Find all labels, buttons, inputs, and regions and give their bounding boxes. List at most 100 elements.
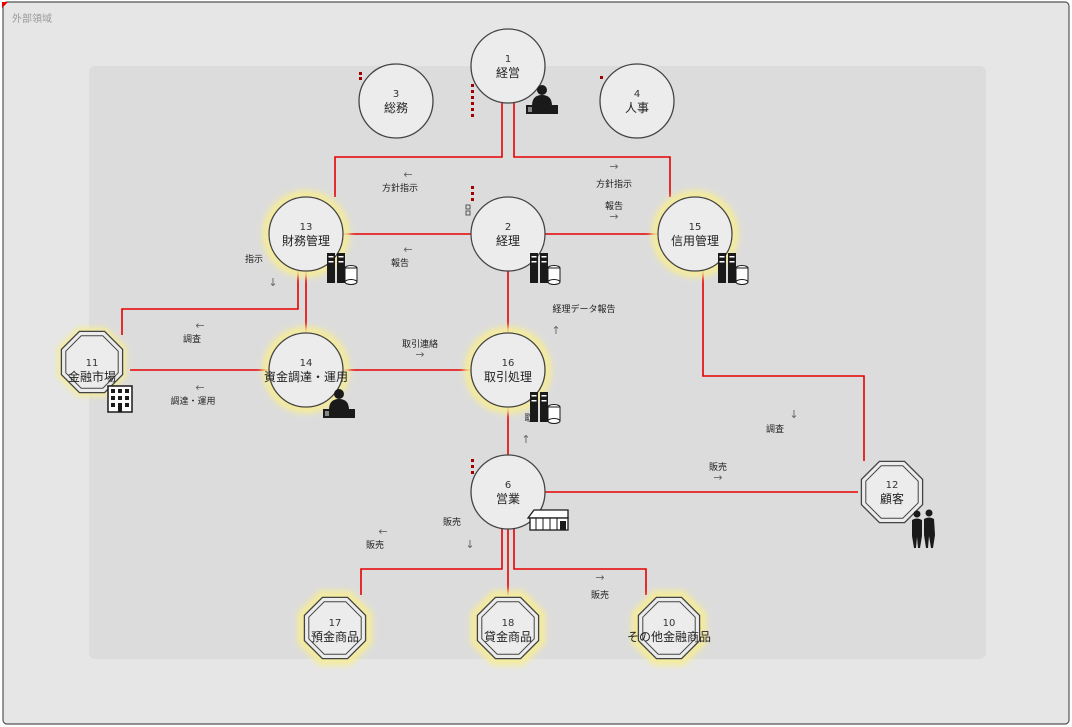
edge-arrow: → [609, 160, 618, 173]
node-circle [470, 454, 546, 530]
marker-dot [471, 465, 474, 468]
node-name: 財務管理 [282, 233, 330, 248]
node-12[interactable]: 12 顧客 [860, 460, 924, 524]
edge-label-text: 取引連絡 [402, 338, 438, 350]
edge-label-text: 調達・運用 [170, 395, 215, 407]
edge-labels: ←方針指示 →方針指示 報告→ ←報告 指示↓ 経理データ報告↑ ←調査 ←調達… [170, 160, 798, 601]
node-name: 経理 [496, 234, 520, 248]
node-id: 1 [505, 54, 511, 65]
node-circle [470, 196, 546, 272]
node-11[interactable]: 11 金融市場 [57, 327, 127, 397]
edge-1-13 [334, 103, 503, 197]
edge-label-l2: → 方針指示 [596, 160, 632, 190]
marker-dot [471, 84, 474, 87]
edge-label-l4: ←報告 [391, 243, 413, 269]
node-id: 10 [663, 618, 676, 629]
edge-arrow: ← [403, 243, 412, 256]
edge-label-l10: ↓調査 [766, 408, 799, 435]
node-id: 4 [634, 89, 640, 100]
edge-arrow: → [609, 210, 618, 223]
node-3[interactable]: 3 総務 [358, 63, 434, 139]
edge-label-text: 方針指示 [596, 178, 632, 190]
edge-arrow: → [595, 571, 604, 584]
marker-dot [471, 96, 474, 99]
manager-person-icon [526, 85, 558, 114]
edge-label-text: 経理データ報告 [552, 303, 615, 315]
node-circle [470, 28, 546, 104]
node-id: 13 [300, 222, 313, 233]
node-6[interactable]: 6 営業 [470, 454, 546, 530]
node-id: 15 [689, 222, 702, 233]
marker-dot [465, 210, 471, 216]
edge-arrow: ↑ [521, 433, 530, 446]
edge-arrow: → [415, 348, 424, 361]
node-id: 12 [886, 480, 899, 491]
edge-label-text: 方針指示 [382, 182, 418, 194]
edge-label-l5: 指示 ↓ [245, 253, 278, 289]
node-circle [268, 332, 344, 408]
marker-dot [359, 72, 362, 75]
edge-label-text: 報告 [391, 257, 409, 269]
node-name: 総務 [384, 101, 408, 115]
marker-dot [471, 198, 474, 201]
finance-person-icon [323, 389, 355, 418]
node-2[interactable]: 2 経理 [470, 196, 546, 272]
edge-arrow: ← [195, 381, 204, 394]
edge-label-text: 調査 [766, 423, 784, 435]
node-name: 預金商品 [311, 629, 359, 644]
node-4[interactable]: 4 人事 [599, 63, 675, 139]
server-database-icon [530, 392, 561, 424]
edge-6-17 [360, 529, 503, 595]
marker-dot [600, 76, 603, 79]
edge-label-text: 販売 [366, 539, 384, 551]
node-10[interactable]: 10 その他金融商品 [627, 590, 711, 666]
node-1[interactable]: 1 経営 [470, 28, 546, 104]
node-name: 顧客 [880, 491, 904, 506]
edge-label-text: 調査 [183, 333, 201, 345]
node-name: 金融市場 [68, 369, 116, 384]
node-name: 人事 [625, 101, 649, 115]
node-name: 経営 [496, 66, 520, 80]
marker-dot [465, 204, 471, 210]
edge-label-l12: ←販売 [366, 525, 388, 551]
shop-icon [526, 509, 569, 531]
edge-arrow: ↓ [268, 276, 277, 289]
node-name: 貸金商品 [484, 629, 532, 644]
node-18[interactable]: 18 貸金商品 [470, 590, 546, 666]
node-13[interactable]: 13 財務管理 [262, 190, 350, 278]
edge-label-text: 指示 [245, 253, 263, 265]
edge-label-text: 販売 [709, 461, 727, 473]
node-id: 2 [505, 222, 511, 233]
customers-people-icon [912, 509, 935, 548]
edge-13-11 [121, 271, 299, 335]
edge-label-l11: 販売→ [709, 461, 727, 484]
node-octagon-inner [481, 601, 535, 655]
marker-dot [471, 471, 474, 474]
edge-label-text: 取 [524, 413, 533, 424]
marker-dot [471, 186, 474, 189]
node-name: 営業 [496, 492, 520, 506]
edge-6-10 [513, 529, 647, 595]
node-circle [268, 196, 344, 272]
marker-dot [471, 114, 474, 117]
node-16[interactable]: 16 取引処理 [464, 326, 552, 414]
edge-label-l3: 報告→ [605, 200, 623, 223]
marker-dot [471, 192, 474, 195]
edge-label-l15: ↑取 [521, 413, 533, 446]
edge-label-l8: ←調達・運用 [170, 381, 215, 407]
node-id: 3 [393, 89, 399, 100]
node-octagon-inner [65, 335, 119, 389]
edge-15-12 [702, 271, 865, 461]
node-octagon [303, 596, 367, 660]
node-17[interactable]: 17 預金商品 [297, 590, 373, 666]
node-15[interactable]: 15 信用管理 [651, 190, 739, 278]
node-14[interactable]: 14 資金調達・運用 [262, 326, 350, 414]
marker-dot [359, 77, 362, 80]
node-circle [358, 63, 434, 139]
connectors [121, 103, 865, 595]
edge-arrow: ↑ [551, 324, 560, 337]
node-id: 16 [502, 358, 515, 369]
building-icon [107, 385, 133, 413]
